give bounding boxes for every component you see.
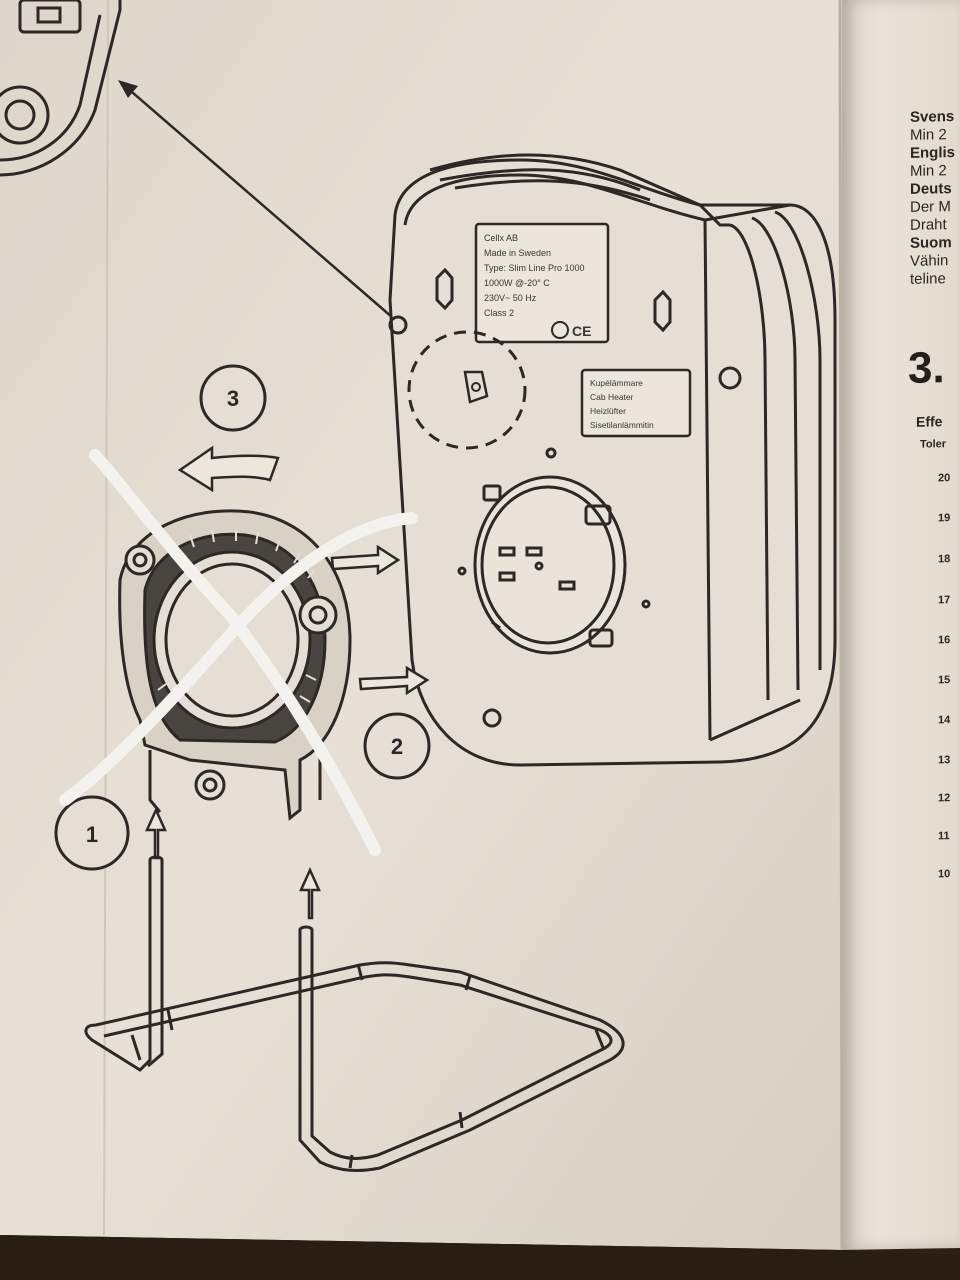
class2-symbol [551,321,569,339]
crossed-out-mark [59,449,418,856]
product-name-line: Kupélämmare [590,378,643,388]
step-2-number: 2 [391,734,403,759]
language-line: Draht [910,216,947,234]
table-row-number: 20 [938,472,951,485]
section-heading: 3. [908,343,945,393]
language-line: Der M [910,198,951,216]
table-row-number: 15 [938,674,951,687]
table-row-number: 13 [938,754,951,767]
rating-line: 1000W @-20° C [484,278,550,288]
table-row-number: 17 [938,594,951,607]
insert-up-arrows [145,806,321,920]
fold-crease [103,0,109,1236]
product-name-label: Kupélämmare Cab Heater Heizlüfter Siseti… [580,368,692,438]
rating-line: Class 2 [484,308,514,318]
product-name-line: Heizlüfter [590,406,626,416]
rating-line: Type: Slim Line Pro 1000 [484,263,585,273]
push-right-arrows [330,544,430,696]
table-row-number: 11 [938,830,950,843]
product-name-line: Cab Heater [590,392,634,402]
ce-mark: CE [572,323,591,339]
step-3-marker: 3 [199,364,267,432]
language-line: Min 2 [910,126,947,144]
wire-stand [84,855,625,1172]
step-1-number: 1 [86,822,98,847]
language-line: Suom [910,234,952,252]
detail-highlight-circle [407,330,527,450]
heater-body [388,153,837,767]
table-row-number: 14 [938,714,951,727]
product-name-line: Sisetilanlämmitin [590,420,654,430]
table-row-number: 18 [938,553,951,566]
table-row-number: 10 [938,868,951,881]
step-1-marker: 1 [54,795,130,871]
language-line: Deuts [910,180,952,198]
language-line: Englis [910,144,956,162]
language-line: Min 2 [910,162,947,180]
detail-pointer-arrow [118,80,431,351]
table-row-number: 12 [938,792,951,805]
page-edge [838,0,844,1251]
language-line: Svens [910,108,955,126]
power-socket [473,475,627,655]
cropped-heater-detail [0,0,122,177]
step-2-marker: 2 [363,712,431,780]
rating-line: 230V~ 50 Hz [484,293,537,303]
slide-left-arrow [177,445,280,493]
language-line: teline [910,270,946,288]
effect-heading: Effe [916,413,943,430]
language-line: Vähin [910,252,949,270]
tolerance-heading: Toler [920,438,947,451]
rating-line: Cellx AB [484,233,518,243]
table-row-number: 16 [938,634,951,647]
step-3-number: 3 [227,386,239,411]
right-page: Svens Min 2 Englis Min 2 Deuts Der M Dra… [842,0,960,1250]
table-surface [0,1235,960,1280]
table-row-number: 19 [938,512,951,525]
rating-label: Cellx AB Made in Sweden Type: Slim Line … [474,222,610,344]
rating-line: Made in Sweden [484,248,551,258]
